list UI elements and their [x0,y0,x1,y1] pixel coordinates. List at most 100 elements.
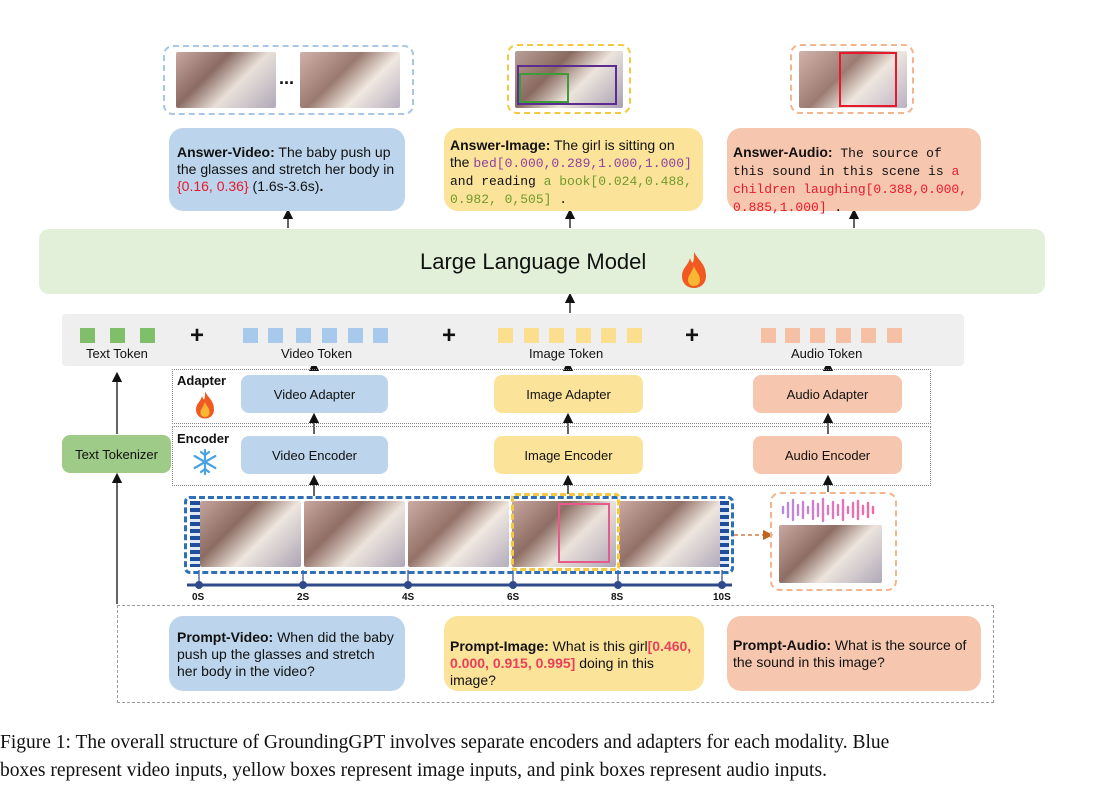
image-token-6 [627,328,642,343]
answer-video-text: The baby push up the glasses and stretch… [177,144,395,177]
answer-video-frame-2 [300,52,400,108]
prompt-audio-label: Prompt-Audio: [733,637,831,653]
audio-token-3 [810,328,825,343]
image-token-1 [498,328,513,343]
llm-box [39,229,1045,294]
image-adapter-box: Image Adapter [494,375,643,413]
video-frame-2 [304,501,405,567]
audio-input-picture [779,525,882,583]
image-token-5 [601,328,616,343]
answer-image-text1: The girl is sitting on the [450,137,675,170]
llm-title: Large Language Model [420,249,647,274]
plus-sign-3: + [685,322,700,349]
answer-image-box: Answer-Image: The girl is sitting on the… [444,128,703,211]
answer-image-label: Answer-Image: [450,137,551,153]
image-grounding-box [558,503,610,563]
plus-sign-1: + [190,322,205,349]
figure-caption-line-2: boxes represent video inputs, yellow box… [0,760,827,781]
adapter-row [172,369,931,424]
timeline-tick-10: 10S [713,592,731,603]
answer-audio-end: . [826,200,843,215]
audio-adapter-box: Audio Adapter [753,375,902,413]
answer-video-box: Answer-Video: The baby push up the glass… [169,128,405,211]
prompt-video-label: Prompt-Video: [177,629,274,645]
answer-audio-label: Answer-Audio: [733,144,833,160]
audio-token-4 [836,328,851,343]
video-token-label: Video Token [281,346,353,361]
answer-audio-source-box [839,52,897,107]
snowflake-icon [193,448,217,476]
audio-token-6 [887,328,902,343]
answer-video-label: Answer-Video: [177,144,275,160]
video-frame-5 [619,501,720,567]
prompt-audio-text: What is the source of the sound in this … [733,637,967,670]
text-token-label: Text Token [86,346,148,361]
waveform-icon [781,497,875,523]
answer-image-bed-box [517,65,617,105]
answer-video-frame-1 [176,52,276,108]
audio-input-frame [770,492,897,591]
text-tokenizer-box: Text Tokenizer [62,435,171,473]
fire-icon [196,391,214,419]
timeline-tick-2: 2S [297,592,310,603]
answer-image-book-box [519,73,569,103]
prompt-audio-box: Prompt-Audio: What is the source of the … [727,616,981,691]
answer-image-end: . [551,192,568,207]
text-token-1 [80,328,95,343]
video-input-frame [184,496,734,574]
timeline-tick-6: 6S [507,592,520,603]
encoder-row [172,426,931,486]
answer-audio-frame [790,44,914,114]
image-token-4 [576,328,591,343]
answer-audio-picture [799,51,907,108]
image-token-2 [524,328,539,343]
video-film-edge-right [720,501,729,567]
video-token-2 [268,328,283,343]
prompt-image-text1: What is this girl [548,638,648,654]
timeline-tick-0: 0S [192,592,205,603]
answer-image-text2: and reading [450,174,544,189]
video-frame-3 [408,501,509,567]
audio-token-2 [785,328,800,343]
image-token-label: Image Token [529,346,604,361]
prompt-image-label: Prompt-Image: [450,638,549,654]
video-token-4 [322,328,337,343]
video-encoder-box: Video Encoder [241,436,388,474]
timeline-tick-8: 8S [611,592,624,603]
video-frame-1 [200,501,301,567]
answer-audio-span: a children laughing[0.388,0.000, 0.885,1… [733,164,968,215]
plus-sign-2: + [442,322,457,349]
answer-video-end: . [319,178,324,194]
audio-token-label: Audio Token [791,346,863,361]
video-adapter-box: Video Adapter [241,375,388,413]
answer-image-picture [515,51,623,108]
audio-encoder-box: Audio Encoder [753,436,902,474]
figure-caption-line-1: Figure 1: The overall structure of Groun… [0,732,890,753]
video-frame-4 [512,501,616,567]
image-input-frame [511,493,620,571]
video-token-1 [243,328,258,343]
encoder-row-label: Encoder [177,431,230,446]
answer-audio-text: The source of this sound in this scene i… [733,146,952,179]
answer-video-span: {0.16, 0.36} [177,178,249,194]
answer-image-frame [507,44,631,114]
video-token-5 [348,328,363,343]
text-token-2 [110,328,125,343]
video-film-edge [190,501,200,567]
answer-audio-box: Answer-Audio: The source of this sound i… [727,128,981,215]
audio-token-1 [761,328,776,343]
text-token-3 [140,328,155,343]
video-token-6 [373,328,388,343]
answer-image-book: a book[0.024,0.488, 0.982, 0,505] [450,174,692,207]
image-encoder-box: Image Encoder [494,436,643,474]
image-token-3 [549,328,564,343]
answer-video-time: (1.6s-3.6s) [248,178,320,194]
prompt-image-text2: doing in this image? [450,655,654,688]
adapter-row-label: Adapter [177,373,227,388]
fire-icon [682,252,706,288]
answer-video-ellipsis: ... [279,68,295,88]
prompt-area [117,605,994,703]
timeline-tick-4: 4S [402,592,415,603]
prompt-video-text: When did the baby push up the glasses an… [177,629,394,679]
video-token-3 [296,328,311,343]
